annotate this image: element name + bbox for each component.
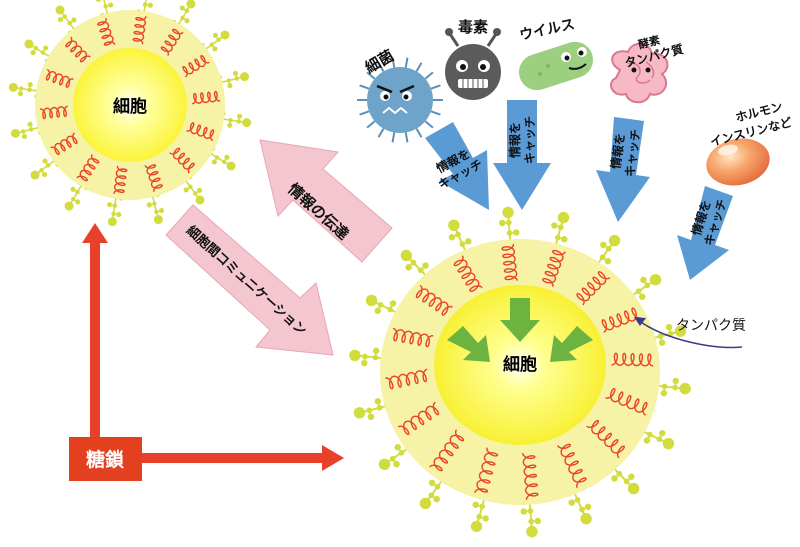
cilium (360, 111, 369, 114)
cilium (425, 121, 433, 127)
toxin-label: 毒素 (458, 18, 488, 36)
svg-text:キャッチ: キャッチ (523, 116, 537, 164)
catch-arrow-toxin: 情報を キャッチ (493, 100, 551, 210)
catch-arrow-bacteria: 情報を キャッチ (425, 122, 489, 210)
cilium (406, 58, 408, 68)
cilium (417, 129, 422, 138)
cilium (406, 132, 408, 142)
virus-icon (514, 37, 597, 95)
sugar-chain-badge: 糖鎖 (69, 437, 142, 481)
cilium (360, 85, 369, 88)
toxin-icon (445, 28, 501, 100)
svg-text:情報を: 情報を (507, 122, 522, 158)
catch-arrow-hormone: 情報を キャッチ (677, 186, 733, 280)
cilium (417, 63, 422, 72)
cilium (379, 129, 384, 138)
cilium (393, 132, 395, 142)
small-cell: 細胞 (9, 0, 251, 226)
cilium (431, 85, 440, 88)
transmission-arrow: 情報の伝達 (260, 140, 392, 262)
small-cell-label: 細胞 (113, 96, 147, 117)
sugar-chain-label: 糖鎖 (86, 448, 125, 471)
protein-label: タンパク質 (676, 318, 746, 334)
communication-label: 細胞間コミュニケーション (183, 223, 309, 339)
communication-arrow: 細胞間コミュニケーション (166, 205, 333, 355)
large-cell-label: 細胞 (503, 354, 537, 375)
cilium (425, 72, 433, 78)
large-cell: 細胞 (349, 207, 691, 538)
cilium (367, 121, 375, 127)
cilium (431, 111, 440, 114)
virus-label: ウイルス (518, 16, 576, 43)
catch-arrow-enzyme: 情報を キャッチ (596, 117, 650, 222)
